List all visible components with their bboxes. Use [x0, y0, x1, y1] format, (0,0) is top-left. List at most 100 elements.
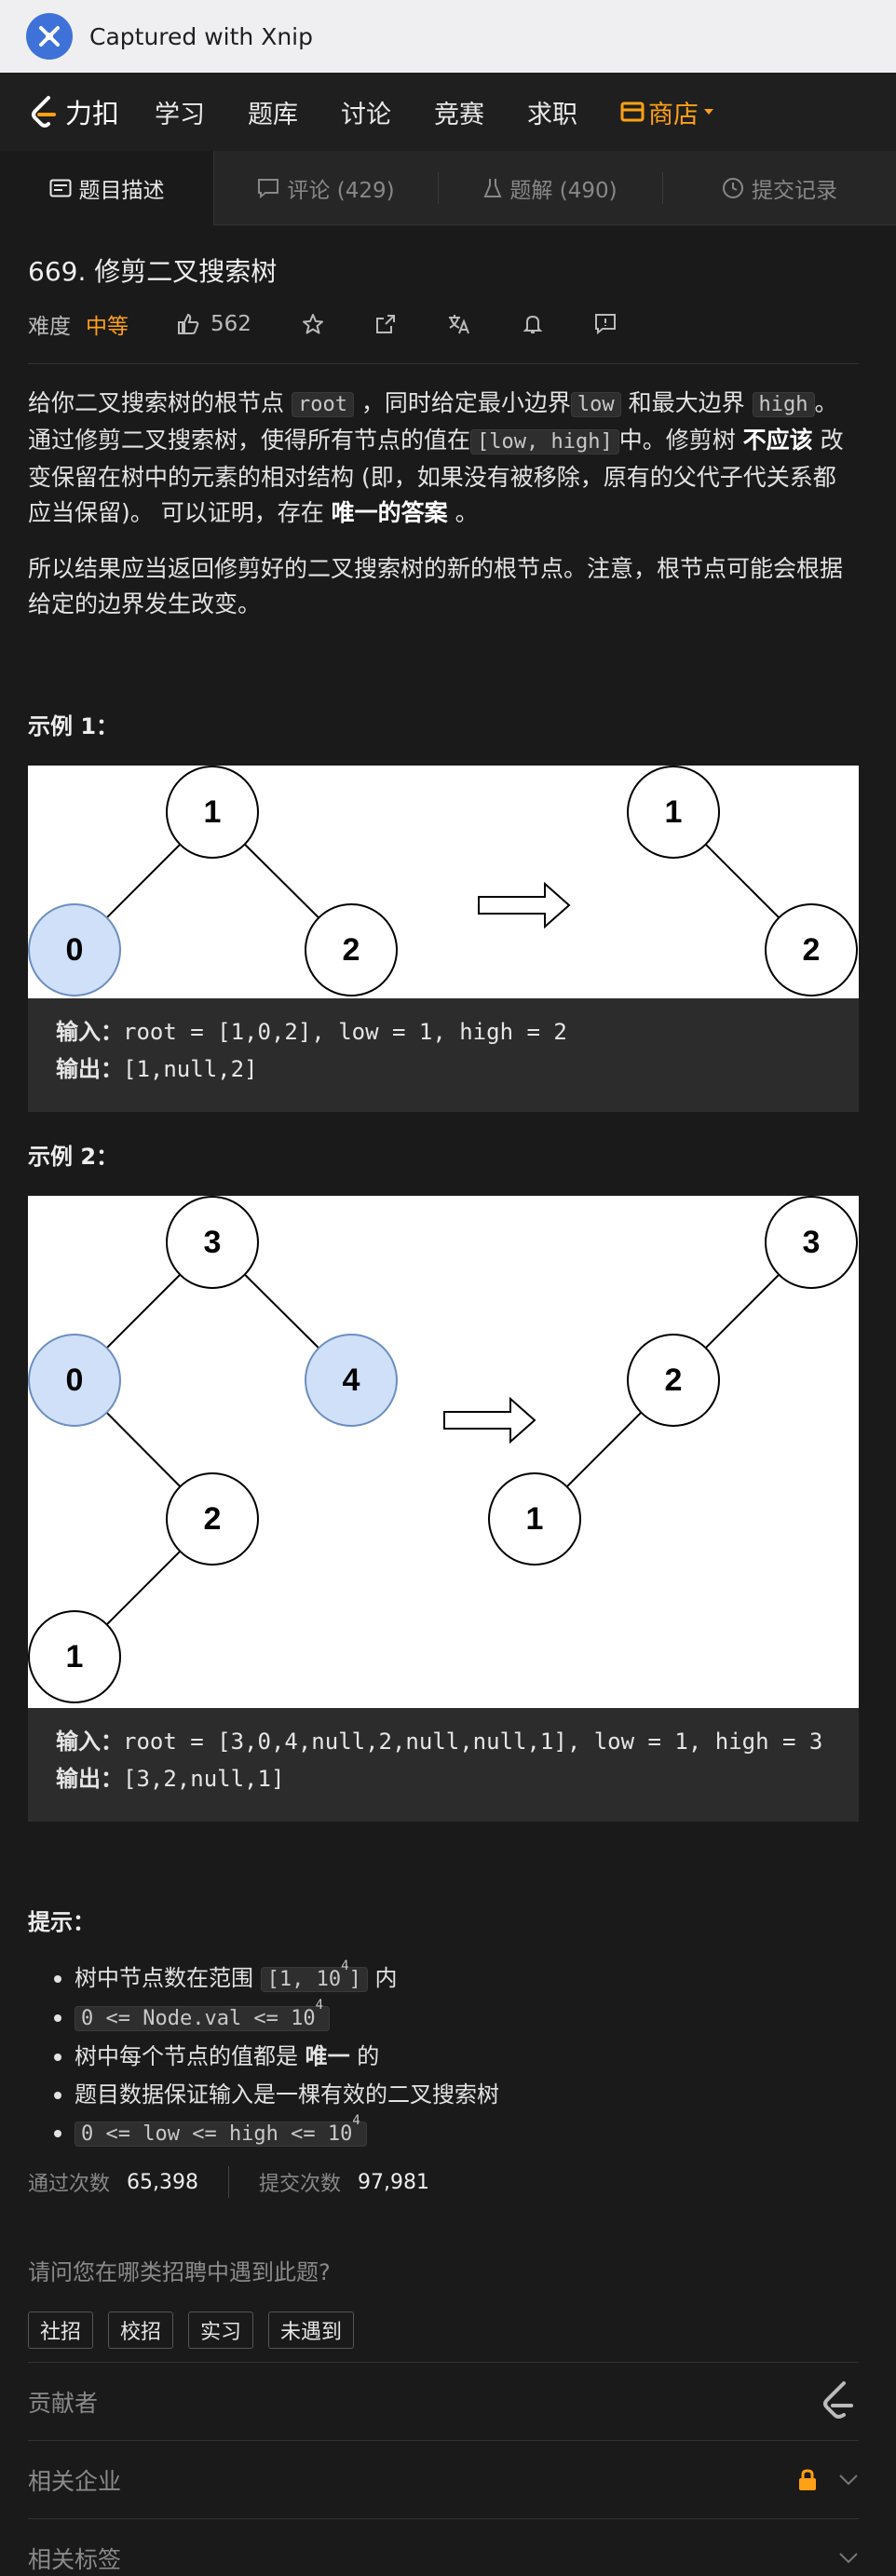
code-text: ]	[348, 1968, 361, 1991]
nav-link-problems[interactable]: 题库	[248, 100, 299, 129]
inline-code: high	[752, 392, 815, 417]
desc-bold: 唯一的答案	[331, 499, 448, 526]
example-2-io: 输入：root = [3,0,4,null,2,null,null,1], lo…	[28, 1708, 859, 1822]
desc-text: 。通过修剪二叉搜索树，使得所有节点的值在	[28, 389, 838, 454]
feedback-icon[interactable]	[594, 313, 617, 335]
difficulty-badge: 中等	[86, 315, 129, 339]
hint-text: 的	[349, 2043, 380, 2069]
divider	[28, 363, 859, 364]
star-icon[interactable]	[302, 313, 324, 335]
example-output: [1,null,2]	[123, 1056, 258, 1082]
tree-node-removed	[28, 903, 121, 997]
inline-code: root	[291, 392, 354, 417]
leetcode-logo-icon	[818, 2379, 859, 2424]
inline-code: [1, 104]	[260, 1959, 368, 1992]
chip-campus[interactable]: 校招	[108, 2312, 174, 2349]
node-label: 1	[204, 794, 222, 830]
brand-logo[interactable]: 力扣	[28, 92, 119, 131]
nav-link-discuss[interactable]: 讨论	[341, 100, 392, 129]
desc-text: 给你二叉搜索树的根节点	[28, 389, 292, 416]
difficulty-label: 难度	[28, 315, 71, 339]
list-item: 树中节点数在范围 [1, 104] 内	[54, 1959, 499, 1999]
hint-text: 树中每个节点的值都是	[75, 2043, 305, 2069]
bell-icon[interactable]	[522, 313, 544, 335]
tab-description-label: 题目描述	[78, 179, 165, 203]
share-icon[interactable]	[374, 313, 397, 335]
translate-icon[interactable]	[447, 313, 471, 335]
problem-tabs: 题目描述 评论 (429) 题解 (490) 提交记录	[0, 151, 896, 225]
chip-social[interactable]: 社招	[28, 2312, 94, 2349]
node-label: 3	[803, 1225, 821, 1260]
output-label: 输出：	[56, 1766, 123, 1792]
tree-node-removed	[305, 1334, 398, 1427]
brand-name: 力扣	[65, 98, 120, 129]
tree-node	[627, 766, 720, 859]
list-item: 树中每个节点的值都是 唯一 的	[54, 2038, 499, 2076]
node-label: 1	[665, 794, 683, 830]
inline-code: 0 <= low <= high <= 104	[75, 2114, 367, 2147]
node-label: 1	[526, 1501, 544, 1537]
store-icon	[620, 102, 645, 122]
thumbs-up-icon	[178, 313, 199, 334]
tab-submissions[interactable]: 提交记录	[663, 151, 896, 225]
like-count: 562	[210, 312, 251, 336]
chevron-down-icon	[839, 2474, 858, 2485]
hints-title: 提示：	[28, 1909, 95, 1935]
chevron-down-icon	[704, 109, 714, 115]
nav-link-jobs[interactable]: 求职	[527, 100, 578, 129]
nav-link-contest[interactable]: 竞赛	[434, 100, 485, 129]
section-contributors[interactable]: 贡献者	[28, 2362, 859, 2440]
xnip-logo-icon	[26, 13, 73, 60]
nav-link-learn[interactable]: 学习	[155, 100, 206, 129]
list-item: 0 <= low <= high <= 104	[54, 2114, 499, 2153]
like-button[interactable]: 562	[177, 312, 251, 336]
node-label: 1	[66, 1639, 84, 1674]
hints-list: 树中节点数在范围 [1, 104] 内 0 <= Node.val <= 104…	[54, 1959, 499, 2153]
node-label: 2	[343, 932, 360, 968]
store-label: 商店	[648, 100, 699, 129]
tab-solutions[interactable]: 题解 (490)	[439, 151, 662, 225]
top-nav: 力扣 学习 题库 讨论 竞赛 求职 商店	[0, 73, 896, 151]
description-icon	[49, 179, 72, 197]
tab-divider	[438, 171, 439, 204]
desc-text: 和最大边界	[620, 389, 753, 416]
capture-caption: Captured with Xnip	[89, 22, 313, 50]
chip-intern[interactable]: 实习	[188, 2312, 254, 2349]
tree-node	[765, 1196, 858, 1289]
input-label: 输入：	[56, 1019, 123, 1045]
tree-node	[305, 903, 398, 997]
example-input: root = [3,0,4,null,2,null,null,1], low =…	[123, 1729, 823, 1755]
desc-text: 中。修剪树	[618, 427, 743, 454]
desc-text: ，同时给定最小边界	[353, 389, 571, 416]
example-1-diagram: 1 0 2 1 2	[28, 766, 859, 998]
section-label: 相关企业	[28, 2467, 122, 2495]
section-tags[interactable]: 相关标签	[28, 2518, 859, 2576]
tree-node	[627, 1334, 720, 1427]
node-label: 0	[66, 1363, 84, 1398]
example-2-title: 示例 2：	[28, 1144, 119, 1170]
example-output: [3,2,null,1]	[123, 1766, 285, 1792]
desc-bold: 不应该	[742, 427, 813, 454]
example-input: root = [1,0,2], low = 1, high = 2	[123, 1019, 567, 1045]
interview-question: 请问您在哪类招聘中遇到此题?	[28, 2259, 331, 2285]
tab-submissions-label: 提交记录	[752, 179, 837, 203]
arrow-right-icon	[478, 881, 571, 929]
chevron-down-icon	[839, 2552, 858, 2563]
tab-description[interactable]: 题目描述	[0, 151, 214, 225]
tree-node	[488, 1472, 581, 1566]
tab-solutions-label: 题解 (490)	[509, 179, 618, 203]
node-label: 2	[665, 1363, 683, 1398]
store-menu[interactable]: 商店	[620, 94, 714, 130]
tab-comments[interactable]: 评论 (429)	[214, 151, 438, 225]
code-text: 0 <= Node.val <= 10	[81, 2007, 316, 2030]
superscript: 4	[315, 1998, 324, 2013]
section-companies[interactable]: 相关企业	[28, 2440, 859, 2518]
hint-text: 内	[367, 1965, 398, 1991]
submitted-label: 提交次数	[259, 2173, 342, 2196]
section-label: 相关标签	[28, 2545, 122, 2573]
hint-text: 树中节点数在范围	[75, 1965, 261, 1991]
tab-comments-label: 评论 (429)	[287, 179, 395, 203]
desc-text: 。	[447, 499, 479, 526]
chip-never[interactable]: 未遇到	[268, 2312, 355, 2349]
example-1-io: 输入：root = [1,0,2], low = 1, high = 2 输出：…	[28, 998, 859, 1112]
